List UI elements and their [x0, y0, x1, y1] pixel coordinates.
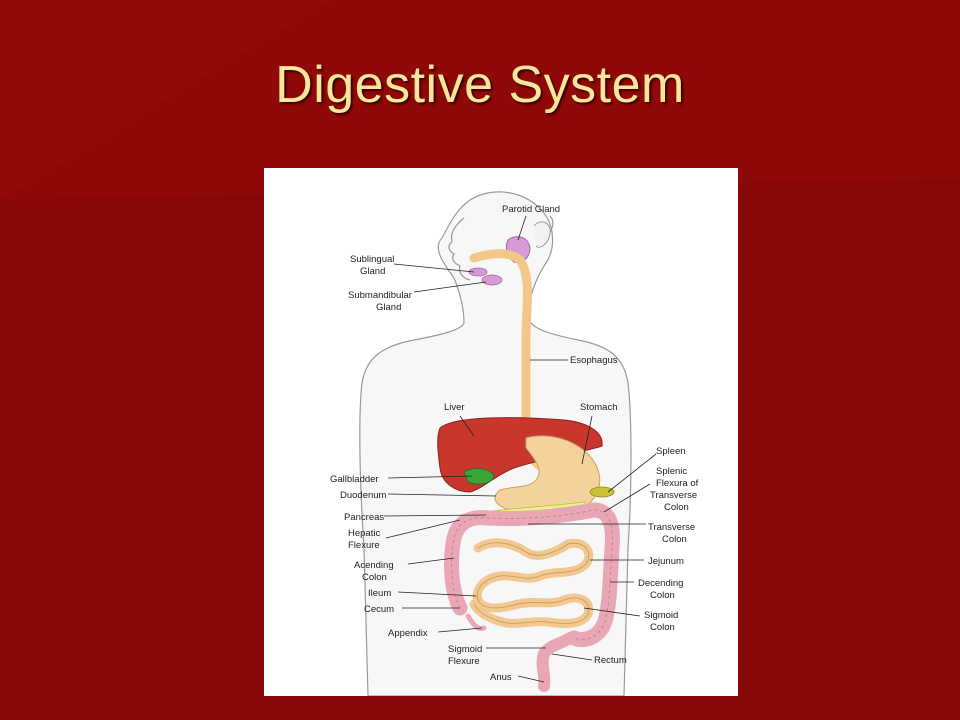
- sublingual-gland-shape: [468, 267, 488, 277]
- label-jejunum: Jejunum: [648, 556, 684, 567]
- label-sublingual-gland-1: Sublingual: [350, 254, 394, 265]
- appendix-shape: [465, 613, 487, 631]
- label-decending-colon-1: Decending: [638, 578, 683, 589]
- label-rectum: Rectum: [594, 655, 627, 666]
- label-transverse-colon-2: Colon: [662, 534, 687, 545]
- rectum-shape: [536, 632, 576, 692]
- label-sublingual-gland-2: Gland: [360, 266, 385, 277]
- submandibular-gland-shape: [481, 274, 503, 286]
- label-decending-colon-2: Colon: [650, 590, 675, 601]
- label-cecum: Cecum: [364, 604, 394, 615]
- label-transverse-colon-1: Transverse: [648, 522, 695, 533]
- label-hepatic-flexure-1: Hepatic: [348, 528, 380, 539]
- label-gallbladder: Gallbladder: [330, 474, 379, 485]
- label-sigmoid-flexure-1: Sigmoid: [448, 644, 482, 655]
- label-splenic-flexura-1: Splenic: [656, 466, 687, 477]
- label-duodenum: Duodenum: [340, 490, 387, 501]
- label-pancreas: Pancreas: [344, 512, 384, 523]
- label-sigmoid-colon-2: Colon: [650, 622, 675, 633]
- slide-title: Digestive System: [275, 56, 685, 114]
- label-splenic-flexura-3: Transverse: [650, 490, 697, 501]
- spleen-shape: [589, 486, 615, 498]
- label-spleen: Spleen: [656, 446, 686, 457]
- label-splenic-flexura-4: Colon: [664, 502, 689, 513]
- label-acending-colon-1: Acending: [354, 560, 394, 571]
- anatomy-illustration: Parotid Gland Sublingual Gland Submandib…: [330, 191, 699, 696]
- label-ileum: Ileum: [368, 588, 391, 599]
- ear-shape: [533, 221, 551, 248]
- label-submandibular-gland-2: Gland: [376, 302, 401, 313]
- label-submandibular-gland-1: Submandibular: [348, 290, 412, 301]
- label-sigmoid-colon-1: Sigmoid: [644, 610, 678, 621]
- label-acending-colon-2: Colon: [362, 572, 387, 583]
- label-appendix: Appendix: [388, 628, 428, 639]
- label-liver: Liver: [444, 402, 465, 413]
- label-stomach: Stomach: [580, 402, 618, 413]
- label-parotid-gland: Parotid Gland: [502, 204, 560, 215]
- gallbladder-shape: [463, 468, 495, 485]
- label-anus: Anus: [490, 672, 512, 683]
- label-esophagus: Esophagus: [570, 355, 618, 366]
- label-sigmoid-flexure-2: Flexure: [448, 656, 480, 667]
- digestive-system-diagram: Parotid Gland Sublingual Gland Submandib…: [264, 168, 738, 696]
- leader-lines: [383, 215, 657, 683]
- label-splenic-flexura-2: Flexura of: [656, 478, 699, 489]
- label-hepatic-flexure-2: Flexure: [348, 540, 380, 551]
